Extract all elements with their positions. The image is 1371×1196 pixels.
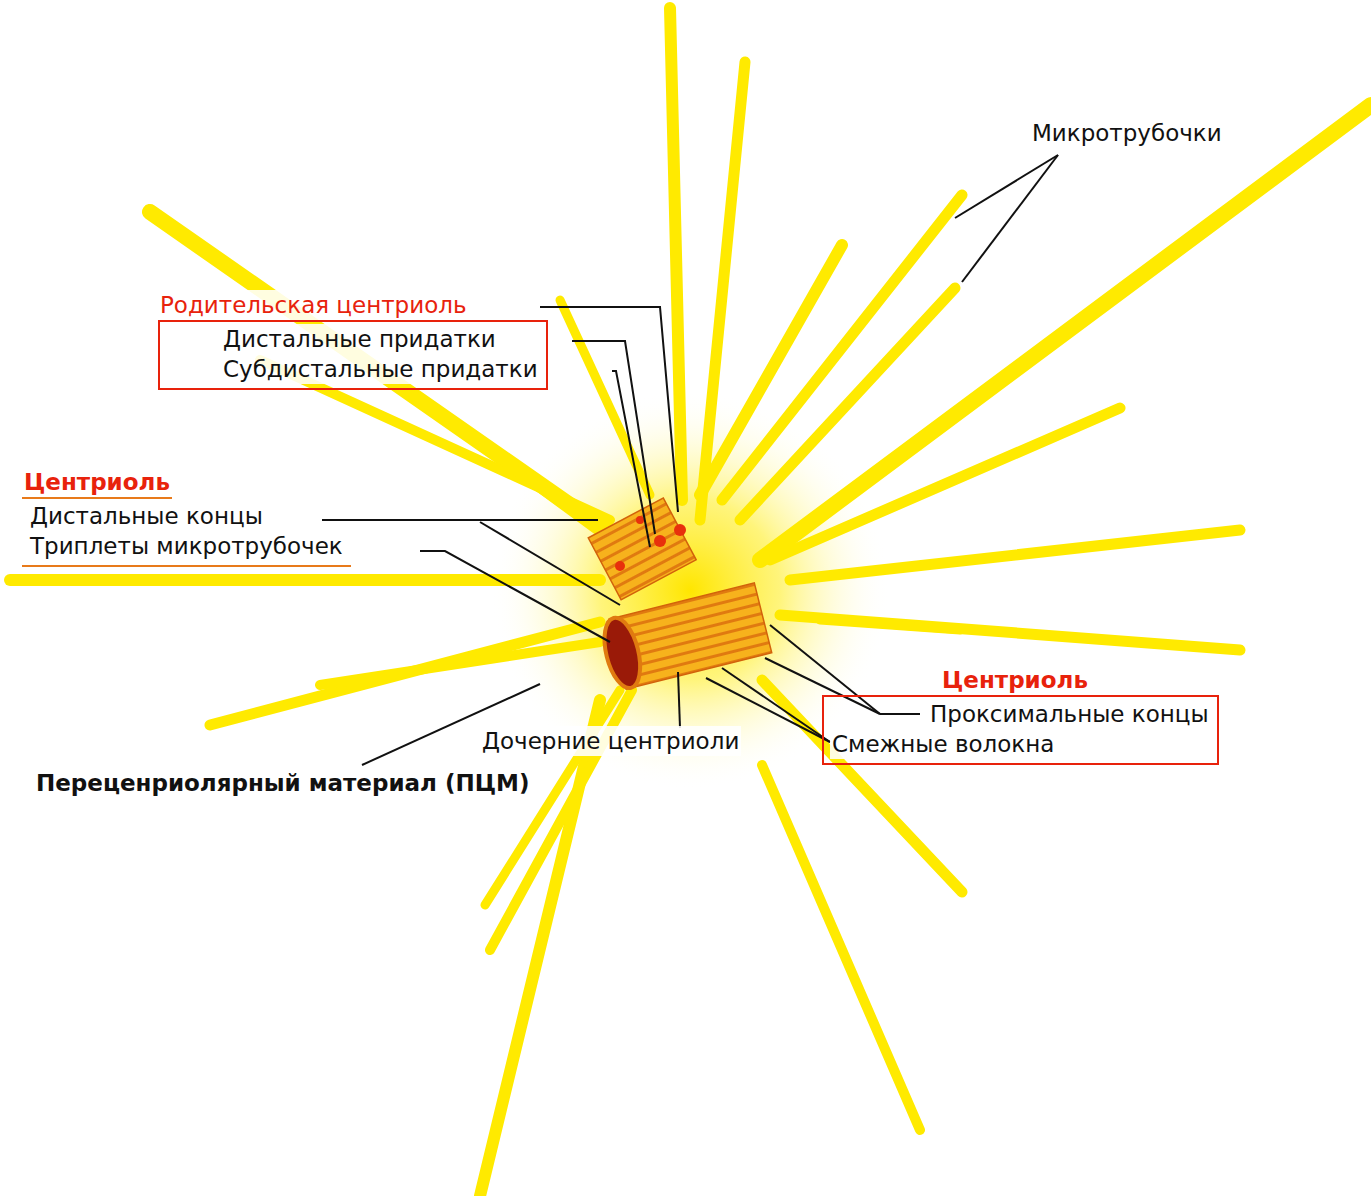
microtubule-rays [10, 8, 1371, 1196]
group-frame: Дистальные придаткиСубдистальные придатк… [158, 320, 548, 390]
part-name: Субдистальные придатки [221, 354, 540, 384]
part-name: Дистальные придатки [221, 324, 498, 354]
label-group: Родительская центриольДистальные придатк… [158, 290, 548, 390]
group-frame: Дистальные концыТриплеты микротрубочек [22, 499, 351, 567]
group-frame: Проксимальные концыСмежные волокна [822, 695, 1219, 765]
label-group: ЦентриольДистальные концыТриплеты микрот… [22, 467, 351, 567]
group-heading: Родительская центриоль [158, 290, 469, 320]
part-name: Проксимальные концы [928, 699, 1211, 729]
microtubule-label: Микротрубочки [1030, 118, 1224, 148]
part-name: Смежные волокна [830, 729, 1056, 759]
daughter-centriole [598, 583, 772, 692]
pcm-label: Переценриолярный материал (ПЦМ) [34, 768, 531, 798]
group-heading: Центриоль [22, 467, 172, 499]
group-heading: Центриоль [940, 665, 1090, 695]
daughter-centriole-label: Дочерние центриоли [480, 726, 741, 756]
mother-centriole [588, 498, 696, 600]
part-name: Триплеты микротрубочек [28, 531, 345, 561]
label-group: ЦентриольПроксимальные концыСмежные воло… [822, 665, 1219, 765]
appendage-dots [615, 516, 686, 571]
part-name: Дистальные концы [28, 501, 265, 531]
